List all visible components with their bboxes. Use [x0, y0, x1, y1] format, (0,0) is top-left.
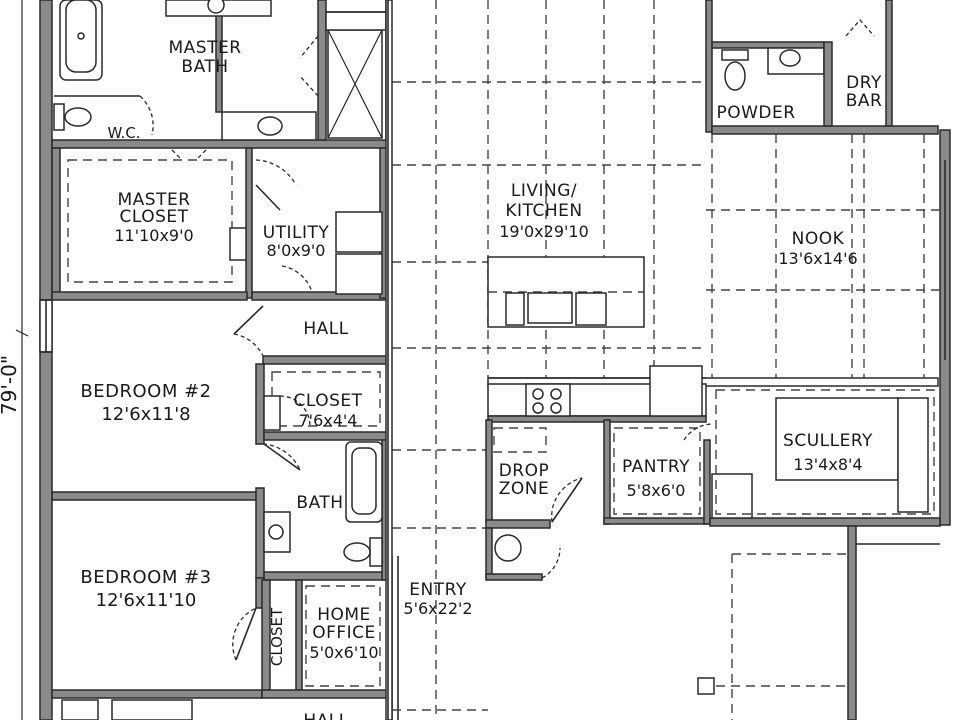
drop-zone-label-1: DROP: [499, 461, 550, 481]
scullery-label: SCULLERY: [783, 431, 873, 451]
entry-label: ENTRY: [409, 580, 467, 600]
hall-bottom-label: HALL: [303, 711, 348, 720]
master-closet-label-2: CLOSET: [119, 207, 188, 227]
closet-label: CLOSET: [293, 391, 362, 411]
closet-small-label: CLOSET: [268, 607, 286, 666]
master-closet-label-1: MASTER: [117, 190, 190, 210]
entry-dims: 5'6x22'2: [403, 599, 472, 618]
fridge-fixture: [649, 365, 703, 417]
toilet-fixture: [53, 103, 92, 131]
closet-dims: 7'6x4'4: [299, 411, 358, 430]
home-office-label-2: OFFICE: [312, 623, 376, 643]
home-office-dims: 5'0x6'10: [309, 643, 378, 662]
living-kitchen-dims: 19'0x29'10: [499, 222, 589, 241]
bath-label: BATH: [296, 493, 343, 513]
pantry-label: PANTRY: [622, 457, 690, 477]
nook-label: NOOK: [792, 229, 845, 249]
living-kitchen-area: LIVING/ KITCHEN 19'0x29'10: [385, 0, 706, 720]
drop-zone-label-2: ZONE: [499, 479, 550, 499]
kitchen-counter: [487, 365, 939, 423]
entry-area: ENTRY 5'6x22'2: [391, 556, 488, 720]
garage-area: [697, 525, 940, 720]
bedroom-3-label: BEDROOM #3: [80, 567, 211, 588]
exterior-walls: [39, 0, 951, 720]
overall-dimension-line: 79'-0": [0, 0, 29, 720]
master-bath-label-2: BATH: [181, 57, 228, 77]
drop-zone-area: DROP ZONE: [485, 419, 583, 529]
utility-label: UTILITY: [263, 223, 330, 243]
master-bath-area: MASTER BATH W.C.: [51, 0, 388, 161]
pantry-area: PANTRY 5'8x6'0: [603, 419, 713, 525]
cooktop-fixture: [525, 383, 571, 417]
dry-bar-label-1: DRY: [846, 73, 882, 93]
washer-fixture: [335, 211, 383, 253]
bedroom-3-dims: 12'6x11'10: [96, 590, 197, 611]
powder-area: POWDER: [705, 0, 939, 135]
home-office-area: HOME OFFICE 5'0x6'10 HALL: [303, 585, 381, 720]
master-closet-area: MASTER CLOSET 11'10x9'0: [51, 147, 253, 301]
dryer-fixture: [335, 253, 383, 295]
utility-area: UTILITY 8'0x9'0: [251, 147, 388, 301]
nook-area: NOOK 13'6x14'6: [706, 134, 940, 378]
hall-area: HALL: [233, 305, 389, 365]
water-heater-area: [485, 527, 561, 581]
master-closet-dims: 11'10x9'0: [114, 226, 193, 245]
bedroom-2-label: BEDROOM #2: [80, 381, 211, 402]
scullery-area: SCULLERY 13'4x8'4: [709, 389, 941, 527]
scullery-dims: 13'4x8'4: [793, 455, 862, 474]
living-kitchen-label-1: LIVING/: [511, 181, 577, 201]
bedroom-2-dims: 12'6x11'8: [101, 404, 190, 425]
water-heater-fixture: [494, 534, 522, 562]
dry-bar-label-2: BAR: [846, 91, 883, 111]
powder-label: POWDER: [716, 103, 795, 123]
dry-bar-area: DRY BAR: [823, 0, 893, 127]
utility-dims: 8'0x9'0: [267, 241, 326, 260]
closet-area: CLOSET 7'6x4'4: [263, 371, 389, 441]
living-kitchen-label-2: KITCHEN: [505, 201, 582, 221]
closet-small-area: CLOSET: [261, 579, 388, 699]
nook-dims: 13'6x14'6: [778, 249, 857, 268]
wc-label: W.C.: [107, 124, 140, 142]
bedroom-3-area: BEDROOM #3 12'6x11'10: [51, 567, 265, 720]
bath-area: BATH: [255, 439, 389, 581]
hall-label: HALL: [303, 319, 348, 339]
home-office-label-1: HOME: [317, 605, 371, 625]
pantry-dims: 5'8x6'0: [627, 481, 686, 500]
overall-dimension-label: 79'-0": [0, 355, 21, 415]
master-bath-label-1: MASTER: [168, 38, 241, 58]
bedroom-2-area: BEDROOM #2 12'6x11'8: [51, 363, 301, 501]
